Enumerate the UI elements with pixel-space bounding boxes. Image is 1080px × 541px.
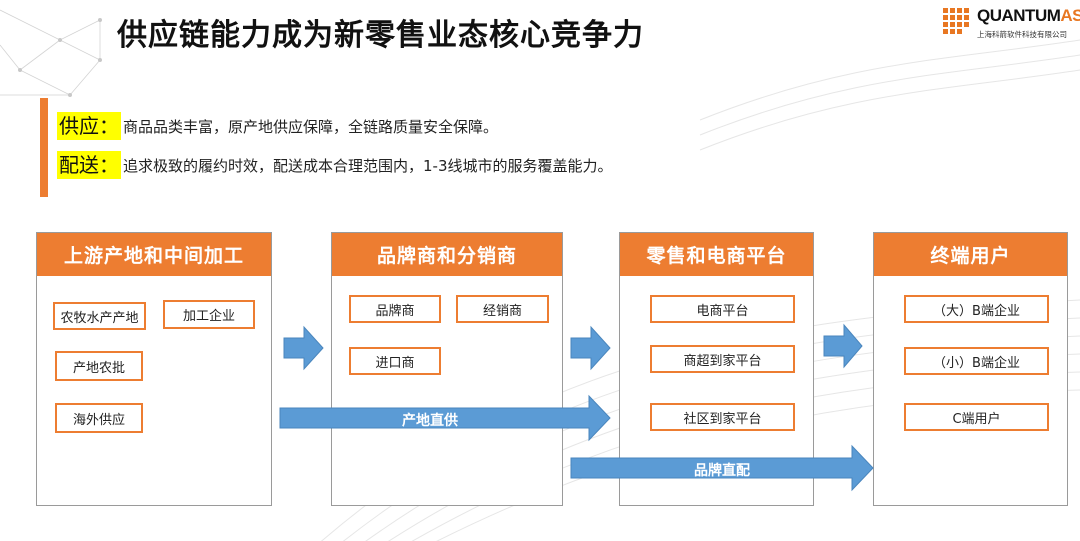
bullet-key: 供应： <box>57 112 121 140</box>
stage-arrow-icon <box>283 325 324 371</box>
bullet-delivery: 配送： 追求极致的履约时效，配送成本合理范围内，1-3线城市的服务覆盖能力。 <box>57 150 613 180</box>
stage-item: 商超到家平台 <box>650 345 795 373</box>
stage-end-user: 终端用户 （大）B端企业 （小）B端企业 C端用户 <box>873 232 1068 506</box>
logo-wordmark: QUANTUMASIA <box>977 6 1080 26</box>
bullet-text: 追求极致的履约时效，配送成本合理范围内，1-3线城市的服务覆盖能力。 <box>123 156 613 175</box>
stage-title: 零售和电商平台 <box>620 233 813 276</box>
bullet-accent-bar <box>40 98 48 197</box>
stage-title: 终端用户 <box>874 233 1067 276</box>
stage-item: 品牌商 <box>349 295 441 323</box>
stage-brand-distributor: 品牌商和分销商 品牌商 经销商 进口商 <box>331 232 563 506</box>
direct-origin-label: 产地直供 <box>402 413 458 429</box>
company-logo: QUANTUMASIA 上海科箭软件科技有限公司 <box>943 6 1080 46</box>
logo-word-quantum: QUANTUM <box>977 6 1061 25</box>
stage-arrow-icon <box>570 325 611 371</box>
stage-title: 品牌商和分销商 <box>332 233 562 276</box>
stage-item: （大）B端企业 <box>904 295 1049 323</box>
stage-item: 产地农批 <box>55 351 143 381</box>
bullet-key: 配送： <box>57 151 121 179</box>
stage-item: 社区到家平台 <box>650 403 795 431</box>
stage-item: 农牧水产产地 <box>53 302 146 330</box>
stage-upstream: 上游产地和中间加工 农牧水产产地 加工企业 产地农批 海外供应 <box>36 232 272 506</box>
bullet-text: 商品品类丰富，原产地供应保障，全链路质量安全保障。 <box>123 117 499 136</box>
stage-item: C端用户 <box>904 403 1049 431</box>
stage-title: 上游产地和中间加工 <box>37 233 271 276</box>
stage-item: 电商平台 <box>650 295 795 323</box>
stage-item: （小）B端企业 <box>904 347 1049 375</box>
logo-mark-icon <box>943 8 969 34</box>
stage-item: 海外供应 <box>55 403 143 433</box>
direct-brand-label: 品牌直配 <box>694 463 750 479</box>
stage-arrow-icon <box>823 323 863 369</box>
stage-item: 进口商 <box>349 347 441 375</box>
logo-company-name: 上海科箭软件科技有限公司 <box>977 30 1067 39</box>
bullet-supply: 供应： 商品品类丰富，原产地供应保障，全链路质量安全保障。 <box>57 111 498 141</box>
stage-item: 加工企业 <box>163 300 255 329</box>
page-title: 供应链能力成为新零售业态核心竞争力 <box>117 18 644 53</box>
stage-item: 经销商 <box>456 295 549 323</box>
logo-word-asia: ASIA <box>1060 6 1080 25</box>
